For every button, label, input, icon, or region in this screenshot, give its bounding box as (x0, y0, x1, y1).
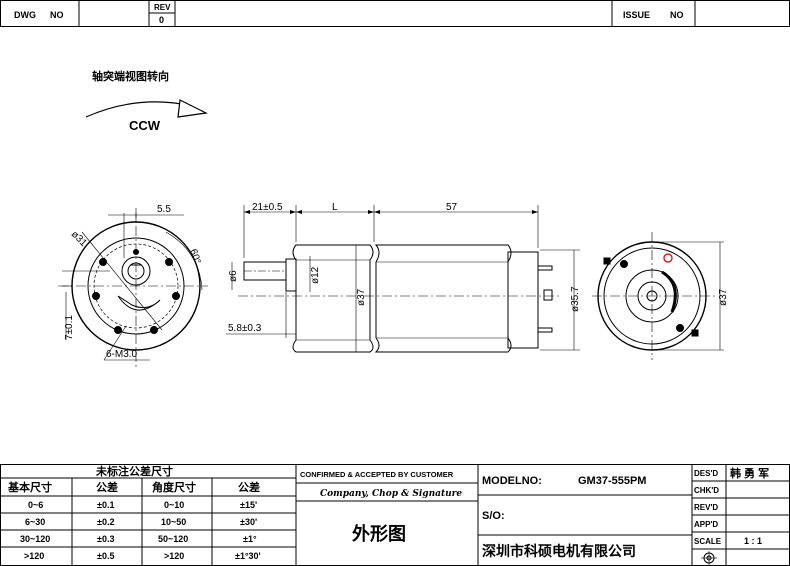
front-angle: 60° (187, 248, 203, 266)
tol-header-tol1: 公差 (96, 480, 118, 494)
tol-header-basic: 基本尺寸 (7, 480, 52, 494)
scale-value: 1 : 1 (744, 536, 762, 546)
rotation-arrow (85, 99, 208, 118)
tol-cell: >120 (164, 551, 184, 561)
des-label: DES'D (694, 469, 718, 478)
tol-cell: ±0.5 (97, 551, 114, 561)
tol-cell: ±1° (243, 534, 257, 544)
tol-header-tol2: 公差 (238, 480, 260, 494)
rev-value: 0 (159, 15, 164, 25)
front-offset: 7±0.1 (64, 315, 75, 340)
side-gear-dia: ø37 (356, 288, 367, 306)
side-boss-dia: ø12 (310, 266, 321, 284)
tol-cell: ±1°30' (235, 551, 261, 561)
tol-cell: 0~6 (28, 500, 43, 510)
title-block-grid (0, 464, 790, 566)
side-flat: 5.8±0.3 (228, 323, 262, 334)
tol-cell: 6~30 (25, 517, 45, 527)
side-shaft-dia: ø6 (228, 270, 239, 282)
tol-cell: ±0.2 (97, 517, 114, 527)
projection-symbol-icon (701, 551, 717, 565)
model-value: GM37-555PM (578, 475, 646, 487)
so-label: S/O: (482, 510, 505, 522)
side-body-length: 57 (446, 202, 458, 213)
tol-cell: 50~120 (158, 534, 188, 544)
confirm-subtitle: Company, Chop & Signature (320, 489, 462, 499)
tol-cell: ±30' (240, 517, 257, 527)
side-length: L (332, 202, 338, 213)
tol-cell: ±0.3 (97, 534, 114, 544)
rev-label: REV (154, 3, 171, 12)
front-view (58, 208, 208, 368)
issue-no-label: NO (670, 10, 684, 20)
front-holes: 6-M3.0 (106, 349, 138, 360)
dwg-label: DWG (14, 10, 36, 20)
confirm-title: CONFIRMED & ACCEPTED BY CUSTOMER (300, 470, 454, 479)
scale-label: SCALE (694, 537, 722, 546)
side-shaft-length: 21±0.5 (252, 202, 283, 213)
rev-d-label: REV'D (694, 503, 718, 512)
tol-cell: ±0.1 (97, 500, 114, 510)
rotation-title: 轴突端视图转向 (92, 69, 169, 83)
dwg-no-label: NO (50, 10, 64, 20)
rotation-direction: CCW (129, 118, 161, 133)
tolerance-title: 未标注公差尺寸 (95, 464, 173, 478)
des-value: 韩 勇 军 (730, 466, 769, 480)
tol-cell: >120 (24, 551, 44, 561)
tol-cell: 30~120 (20, 534, 50, 544)
drawing-name: 外形图 (352, 523, 406, 544)
front-angle-offset: 5.5 (157, 204, 171, 215)
tol-cell: ±15' (240, 500, 257, 510)
issue-label: ISSUE (623, 10, 650, 20)
tol-header-angle: 角度尺寸 (152, 480, 196, 494)
rear-dia: ø37 (718, 288, 729, 306)
side-motor-dia: ø35.7 (570, 286, 581, 312)
rear-view (592, 232, 724, 360)
tol-cell: 10~50 (161, 517, 186, 527)
tol-cell: 0~10 (164, 500, 184, 510)
mounting-holes (92, 249, 180, 334)
company-name: 深圳市科硕电机有限公司 (482, 543, 636, 559)
side-view (226, 205, 580, 353)
model-label: MODELNO: (482, 475, 542, 487)
app-label: APP'D (694, 520, 718, 529)
chk-label: CHK'D (694, 486, 719, 495)
